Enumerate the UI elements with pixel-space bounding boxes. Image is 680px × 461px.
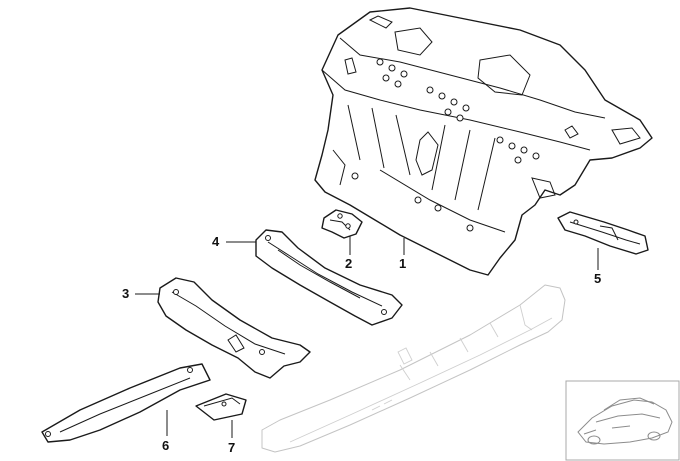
callout-5: 5 [594, 271, 601, 286]
callout-3: 3 [122, 286, 129, 301]
callout-2: 2 [345, 256, 352, 271]
part-1-rear-floor-pan[interactable] [314, 7, 653, 276]
side-sill-ghost [261, 284, 566, 453]
part-6-floor-strip[interactable] [41, 363, 211, 443]
part-5-rear-bracket[interactable] [557, 211, 649, 255]
callout-1: 1 [399, 256, 406, 271]
part-3-longitudinal-member[interactable] [157, 277, 311, 379]
callout-6: 6 [162, 438, 169, 453]
part-4-longitudinal-member[interactable] [255, 229, 403, 326]
car-thumbnail-icon[interactable] [565, 380, 680, 461]
part-2-bracket[interactable] [321, 209, 363, 239]
callout-4: 4 [212, 234, 220, 249]
part-7-small-plate[interactable] [195, 393, 247, 421]
callout-7: 7 [228, 440, 235, 455]
